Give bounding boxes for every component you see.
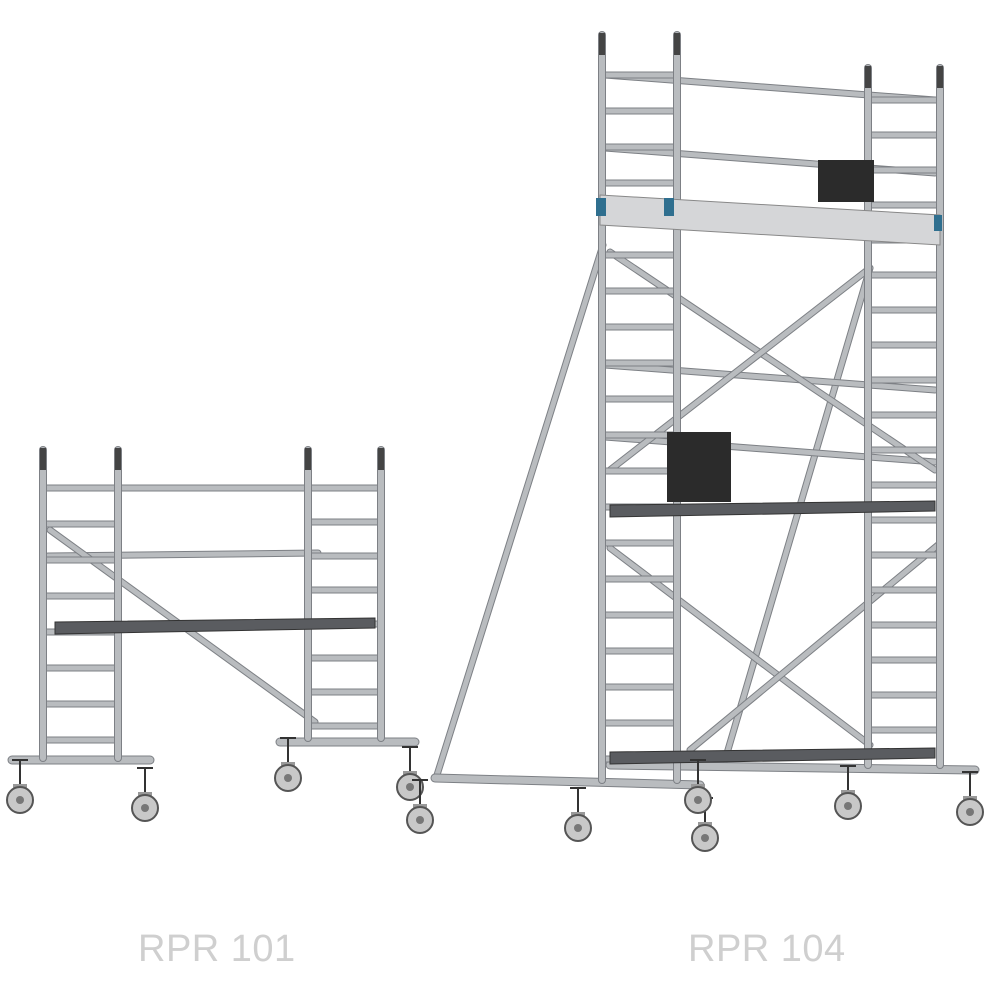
upright-spigot: [115, 448, 121, 470]
upright-spigot: [305, 448, 311, 470]
wheel-hub: [701, 834, 709, 842]
guardrail-highlight: [45, 550, 321, 559]
base-beam-highlight: [431, 774, 704, 789]
upright-spigot: [674, 33, 680, 55]
guardrail-highlight: [602, 434, 938, 465]
diagonal-brace-highlight: [687, 542, 941, 753]
upright-spigot: [599, 33, 605, 55]
base-beam-highlight: [606, 761, 979, 774]
toe-board-panel: [818, 160, 874, 202]
scaffold-rpr-101: [6, 446, 424, 822]
product-label-rpr-104: RPR 104: [688, 928, 846, 970]
wheel-hub: [406, 783, 414, 791]
wheel-hub: [16, 796, 24, 804]
upright-spigot: [378, 448, 384, 470]
product-label-rpr-101: RPR 101: [138, 928, 296, 970]
platform-deck: [609, 747, 936, 765]
deck-clamp: [596, 198, 606, 216]
upright-spigot: [40, 448, 46, 470]
upright-spigot: [865, 66, 871, 88]
guardrail-highlight: [602, 362, 938, 393]
wheel-hub: [284, 774, 292, 782]
wheel-hub: [844, 802, 852, 810]
platform-deck: [54, 617, 376, 635]
deck-clamp: [664, 198, 674, 216]
toe-board-panel: [667, 432, 731, 502]
platform-deck: [609, 500, 936, 518]
scaffold-rpr-104: [406, 31, 984, 852]
guardrail-highlight: [602, 72, 938, 103]
wheel-hub: [141, 804, 149, 812]
wheel-hub: [574, 824, 582, 832]
upright-spigot: [937, 66, 943, 88]
stabilizer-outrigger-highlight: [434, 242, 606, 778]
wheel-hub: [694, 796, 702, 804]
wheel-hub: [966, 808, 974, 816]
deck-clamp: [934, 215, 942, 231]
wheel-hub: [416, 816, 424, 824]
